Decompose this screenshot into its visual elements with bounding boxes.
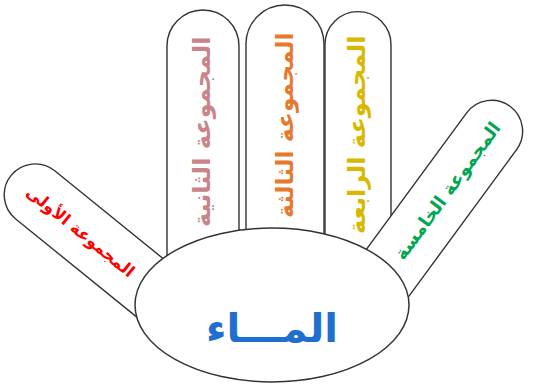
text-holder: المجموعة الثانية (167, 32, 239, 232)
group-label: المجموعة الأولى (22, 181, 139, 282)
palm-ellipse-shape (135, 228, 409, 382)
text-holder: المجموعة الرابعة (325, 31, 391, 238)
group-label: المجموعة الرابعة (342, 35, 373, 234)
group-label: المجموعة الخامسة (389, 117, 506, 264)
palm-label: المـــاء (206, 302, 338, 354)
group-label: المجموعة الثانية (187, 37, 218, 227)
palm-ellipse: المـــاء (134, 227, 410, 383)
text-holder: المجموعة الثالثة (246, 28, 324, 222)
group-label: المجموعة الثالثة (270, 32, 300, 218)
text-holder: المـــاء (134, 227, 410, 383)
text-holder: المجموعة الخامسة (371, 103, 524, 279)
